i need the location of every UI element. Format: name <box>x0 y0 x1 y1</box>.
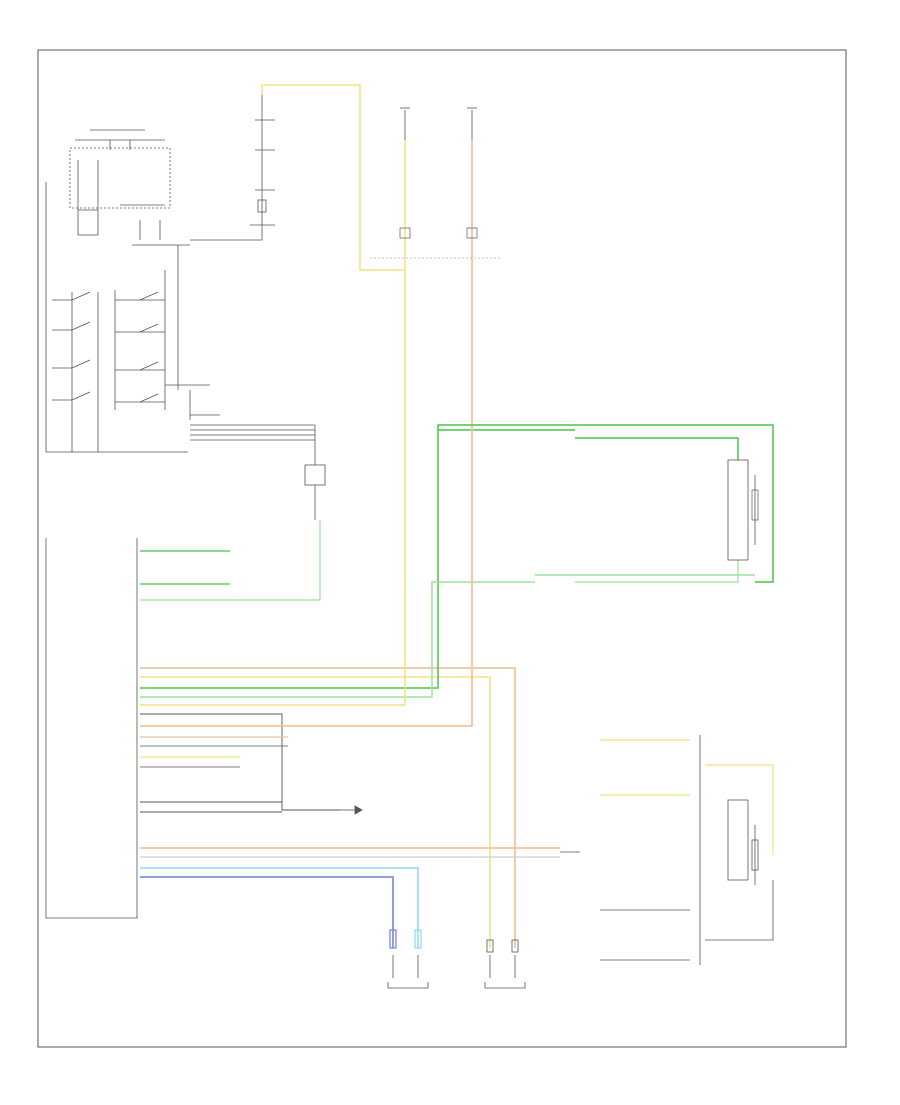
top-wires <box>261 84 500 280</box>
right-front-speaker-circuit <box>437 424 774 583</box>
diagram-frame <box>37 49 847 1048</box>
steering-harness <box>140 414 326 601</box>
ground-symbol <box>340 805 363 815</box>
left-front-speaker-circuit <box>560 735 774 965</box>
rear-speakers <box>387 929 526 989</box>
top-left-splice <box>245 95 275 241</box>
steering-wheel-controls <box>45 129 245 453</box>
radio-unit <box>45 538 138 919</box>
radio-wires <box>140 280 575 948</box>
